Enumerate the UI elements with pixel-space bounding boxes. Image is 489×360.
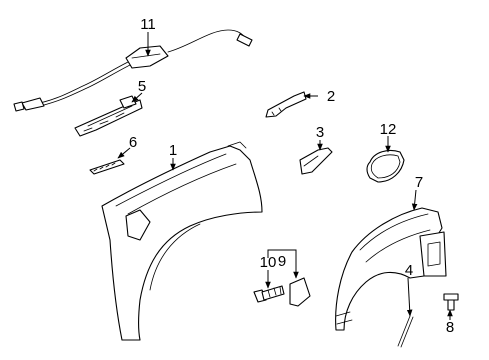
callout-11: 11 [140,16,156,33]
callout-9: 9 [278,253,286,270]
callout-6: 6 [129,134,137,151]
bolt-part [253,285,285,303]
release-cable-part [13,29,253,112]
callout-7: 7 [415,174,423,191]
callout-5: 5 [138,78,146,95]
bracket-part-3 [299,147,333,175]
callout-10: 10 [260,254,277,271]
callout-1: 1 [169,142,177,159]
leader-lines [117,32,453,320]
callout-3: 3 [316,124,324,141]
callout-2: 2 [327,88,335,105]
latch-bracket-part [74,95,143,137]
bracket-part-2 [265,91,307,118]
rod-part [397,315,414,348]
callout-8: 8 [446,319,454,336]
reinforcement-strip-part [89,159,125,175]
callout-12: 12 [380,121,397,138]
wheelhouse-liner-part [335,207,447,331]
quarter-panel-part [101,141,263,341]
cover-part-9 [289,277,311,307]
retainer-clip-part [443,293,459,311]
callout-4: 4 [405,262,413,279]
fuel-door-part [366,149,405,183]
callout-labels: 1 2 3 4 5 6 7 8 9 10 11 12 [129,16,454,336]
